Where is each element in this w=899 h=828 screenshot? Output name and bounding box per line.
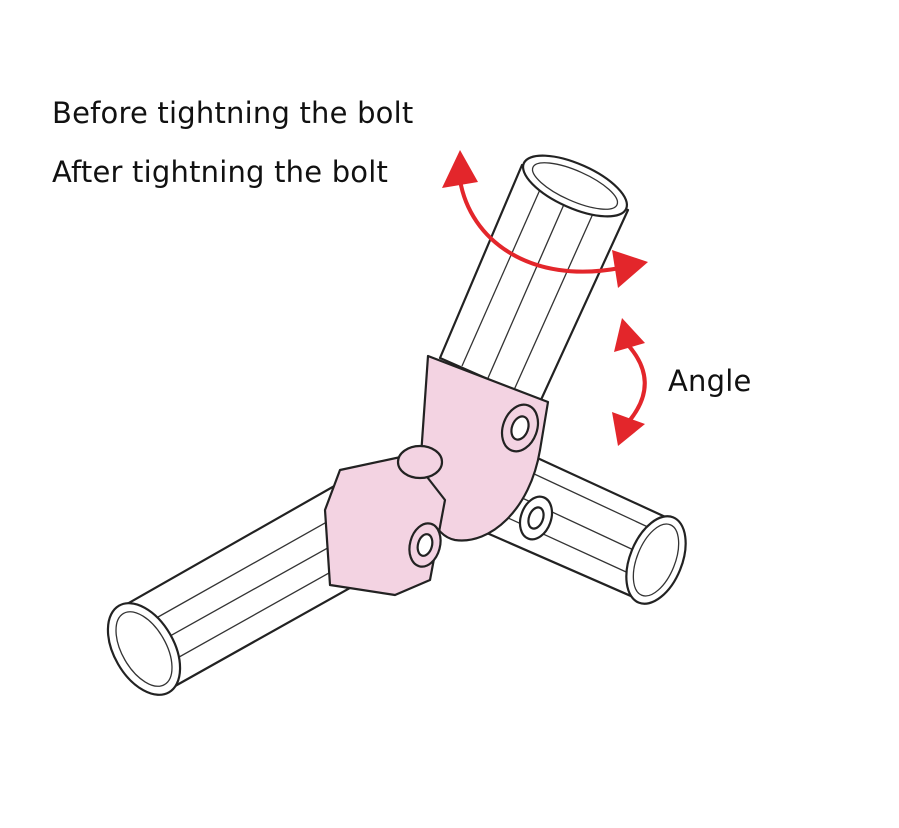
label-after-tightening: After tightning the bolt [52, 155, 389, 189]
rotation-arrow [442, 150, 648, 288]
bolt-nut-top [396, 444, 444, 480]
label-angle: Angle [668, 364, 752, 398]
label-before-tightening: Before tightning the bolt [52, 96, 414, 130]
upper-tube [438, 154, 630, 404]
angle-arrow [612, 318, 647, 446]
joint-connector [323, 354, 554, 597]
